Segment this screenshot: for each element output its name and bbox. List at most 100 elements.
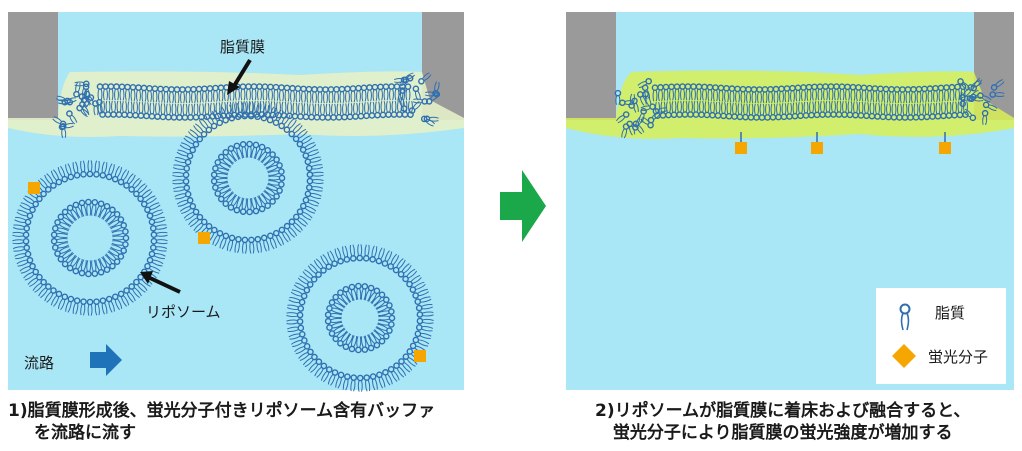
- lipid-tail: [340, 331, 349, 341]
- lipid-tail: [260, 89, 262, 101]
- lipid-tail: [116, 167, 123, 178]
- lipid-head: [260, 114, 268, 122]
- lipid-head: [196, 135, 204, 143]
- lipid-tail: [251, 198, 255, 210]
- lipid-tail: [77, 258, 83, 270]
- lipid-tail: [153, 255, 165, 260]
- lipid-tail: [367, 102, 369, 114]
- lipid-tail: [353, 288, 358, 300]
- lipid-tail: [628, 126, 633, 136]
- lipid-head: [423, 115, 431, 123]
- lipid-tail: [429, 116, 439, 119]
- fluorescent-molecule: [811, 142, 823, 154]
- lipid-tail: [861, 101, 864, 113]
- lipid-tail: [82, 160, 86, 172]
- lipid-tail: [111, 230, 123, 234]
- fluorescent-molecule: [414, 350, 426, 362]
- lipid-tail: [89, 260, 92, 272]
- lipid-tail: [299, 354, 310, 362]
- lipid-tail: [287, 304, 299, 308]
- lipid-head: [342, 343, 350, 351]
- lipid-tail: [875, 90, 878, 103]
- lipid-tail: [331, 309, 343, 315]
- lipid-head: [183, 184, 191, 192]
- lipid-head: [87, 94, 95, 101]
- lipid-tail: [635, 102, 639, 113]
- lipid-tail: [946, 101, 949, 114]
- lipid-head: [91, 270, 99, 277]
- lipid-tail: [293, 90, 295, 102]
- lipid-head: [402, 275, 409, 283]
- lipid-tail: [108, 163, 113, 175]
- lipid-tail: [289, 335, 301, 340]
- lipid-head: [325, 263, 333, 271]
- lipid-tail: [14, 253, 26, 257]
- lipid-head: [146, 212, 154, 220]
- lipid-tail: [104, 212, 113, 222]
- lipid-tail: [61, 219, 72, 227]
- legend: 脂質 蛍光分子: [876, 288, 1006, 384]
- lipid-tail: [334, 248, 340, 260]
- lipid-tail: [194, 91, 196, 104]
- lipid-tail: [339, 91, 342, 103]
- lipid-head: [97, 268, 105, 276]
- lipid-tail: [244, 198, 247, 210]
- lipid-tail: [707, 89, 710, 101]
- lipid-tail: [757, 91, 759, 104]
- lipid-tail: [261, 192, 271, 201]
- lipid-tail: [105, 214, 115, 223]
- lipid-tail: [249, 198, 252, 210]
- lipid-head: [254, 235, 262, 243]
- lipid-head: [412, 292, 419, 299]
- lipid-tail: [360, 380, 363, 392]
- lipid-tail: [106, 88, 108, 101]
- lipid-head: [246, 140, 253, 148]
- lipid-tail: [936, 90, 938, 102]
- lipid-tail: [922, 103, 924, 115]
- lipid-tail: [216, 177, 228, 181]
- lipid-tail: [364, 244, 367, 256]
- lipid-tail: [158, 91, 160, 103]
- lipid-tail: [293, 284, 305, 291]
- lipid-tail: [303, 103, 306, 115]
- lipid-tail: [80, 110, 88, 118]
- lipid-tail: [671, 101, 674, 113]
- lipid-tail: [72, 162, 76, 174]
- lipid-tail: [412, 101, 423, 104]
- caption-step-1: 1)脂質膜形成後、蛍光分子付きリポソーム含有バッファ を流路に流す: [8, 400, 435, 444]
- lipid-tail: [306, 91, 309, 103]
- lipid-tail: [374, 329, 384, 337]
- lipid-head: [117, 290, 125, 298]
- lipid-tail: [903, 91, 905, 104]
- lipid-head: [619, 99, 626, 107]
- lipid-tail: [12, 246, 25, 250]
- lipid-tail: [144, 90, 147, 102]
- lipid-head: [369, 373, 377, 380]
- lipid-tail: [406, 358, 416, 367]
- lipid-tail: [17, 209, 29, 215]
- lipid-head: [296, 140, 304, 148]
- lipid-tail: [853, 101, 855, 113]
- lipid-tail: [641, 114, 645, 123]
- lipid-head: [337, 371, 345, 379]
- lipid-tail: [264, 189, 274, 197]
- lipid-tail: [108, 219, 119, 226]
- lipid-tail: [364, 90, 367, 102]
- lipid-tail: [175, 195, 187, 200]
- lipid-head: [298, 330, 306, 338]
- lipid-tail: [718, 90, 721, 102]
- lipid-tail: [875, 102, 877, 115]
- lipid-tail: [77, 83, 81, 93]
- lipid-tail: [320, 91, 323, 104]
- lipid-head: [260, 234, 268, 242]
- lipid-tail: [345, 379, 349, 391]
- lipid-tail: [307, 149, 319, 154]
- lipid-tail: [163, 91, 166, 103]
- lipid-tail: [350, 289, 355, 301]
- lipid-tail: [238, 197, 243, 209]
- lipid-tail: [213, 90, 215, 102]
- lipid-tail: [32, 282, 42, 291]
- lipid-tail: [295, 91, 298, 103]
- lipid-tail: [249, 242, 252, 254]
- step-transition-arrow: [500, 170, 546, 242]
